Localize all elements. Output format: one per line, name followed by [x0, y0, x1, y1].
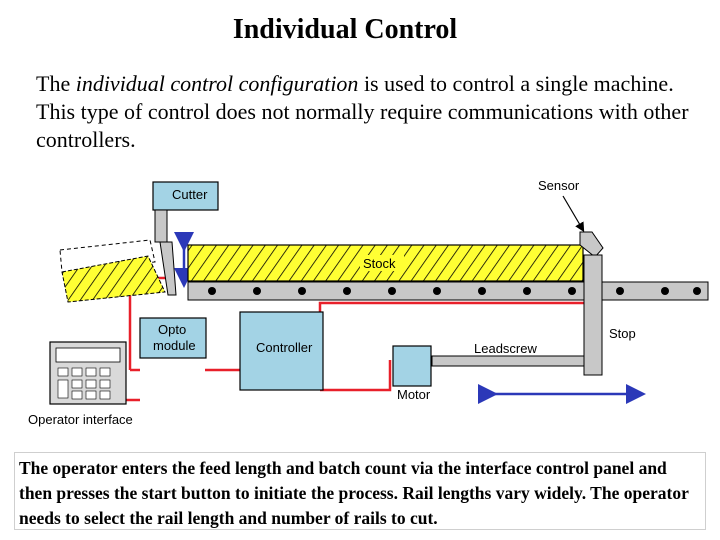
opto-label-line1: Opto [158, 322, 186, 337]
intro-emphasis: individual control configuration [75, 71, 359, 96]
controller: Controller [239, 311, 324, 391]
stop-post [583, 254, 603, 376]
leadscrew: Leadscrew [431, 341, 646, 404]
individual-control-diagram: Cutter Stock Sensor Stop [28, 178, 709, 427]
keypad-key [57, 379, 69, 399]
intro-text-start: The [36, 71, 76, 96]
stock-label: Stock [363, 256, 396, 271]
leadscrew-rod [431, 355, 585, 367]
keypad-key [85, 379, 97, 389]
roller [343, 287, 351, 295]
intro-text-end: is used to control a single machine. Thi… [36, 71, 689, 152]
roller [388, 287, 396, 295]
cutter: Cutter [152, 181, 219, 296]
roller [661, 287, 669, 295]
cutter-arm [154, 209, 168, 243]
page-title: Individual Control [232, 14, 458, 45]
roller [433, 287, 441, 295]
motor-label: Motor [397, 387, 431, 402]
leadscrew-label: Leadscrew [474, 341, 537, 356]
opto-module: Opto module [139, 317, 207, 359]
roller [616, 287, 624, 295]
roller-rail [187, 281, 709, 301]
sensor-pointer [562, 195, 585, 233]
keypad-key [99, 390, 111, 400]
keypad-key [71, 379, 83, 389]
operator-display [55, 347, 121, 363]
motor-body [392, 345, 432, 387]
stop: Stop [583, 254, 636, 376]
stop-label: Stop [609, 326, 636, 341]
keypad-key [85, 390, 97, 400]
roller [693, 287, 701, 295]
controller-label: Controller [256, 340, 313, 355]
intro-paragraph: The individual control configuration is … [36, 70, 696, 154]
keypad-key [71, 390, 83, 400]
keypad-key [99, 367, 111, 377]
opto-label-line2: module [153, 338, 196, 353]
rail [187, 281, 709, 301]
cut-pieces [59, 239, 166, 303]
controller-box [239, 311, 324, 391]
operator-interface-label: Operator interface [28, 412, 133, 427]
sensor-body [579, 231, 604, 258]
cutter-housing [152, 181, 219, 211]
stock: Stock [187, 244, 584, 282]
cutter-label: Cutter [172, 187, 208, 202]
sensor: Sensor [538, 178, 604, 258]
keypad-key [71, 367, 83, 377]
roller [523, 287, 531, 295]
roller [253, 287, 261, 295]
keypad-key [57, 367, 69, 377]
keypad-key [85, 367, 97, 377]
opto-module-box [139, 317, 207, 359]
cutter-blade [159, 241, 177, 296]
operator-interface: Operator interface [28, 341, 133, 427]
caption-text: The operator enters the feed length and … [14, 452, 706, 530]
roller [298, 287, 306, 295]
roller [208, 287, 216, 295]
motor: Motor [392, 345, 432, 402]
roller [478, 287, 486, 295]
keypad-key [99, 379, 111, 389]
roller [568, 287, 576, 295]
sensor-label: Sensor [538, 178, 580, 193]
